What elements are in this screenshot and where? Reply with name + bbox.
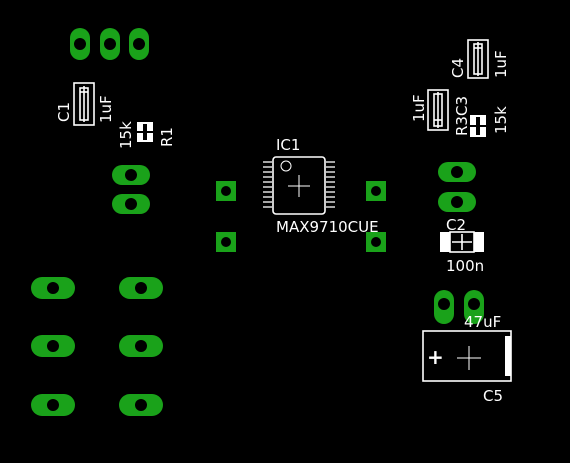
via (366, 232, 386, 252)
pad (438, 192, 476, 212)
resistor-r1: 15k R1 (117, 121, 176, 149)
ic1-value: MAX9710CUE (276, 218, 379, 236)
capacitor-c4: C4 1uF (449, 39, 510, 79)
pad (112, 194, 150, 214)
pad (434, 290, 454, 324)
capacitor-c3: 1uF C3 (410, 89, 471, 131)
r1-value: 15k (117, 121, 135, 149)
capacitor-c2: C2 100n (440, 216, 484, 275)
c5-pads (434, 290, 484, 324)
pad (31, 394, 75, 416)
pad (112, 165, 150, 185)
pad (31, 277, 75, 299)
c4-name: C4 (449, 58, 467, 78)
pads-mid-right (438, 162, 476, 212)
pad (464, 290, 484, 324)
ic1-package: IC1 MAX9710CUE (263, 136, 379, 236)
pad (438, 162, 476, 182)
c5-polarity: + (427, 345, 444, 369)
capacitor-c1: C1 1uF (55, 82, 115, 126)
pads-mid-left (112, 165, 150, 214)
r1-name: R1 (158, 127, 176, 147)
via (366, 181, 386, 201)
via (216, 181, 236, 201)
c1-name: C1 (55, 102, 73, 122)
pad (31, 335, 75, 357)
c2-value: 100n (446, 257, 484, 275)
pad (100, 28, 120, 60)
capacitor-c5: + 47uF C5 (422, 313, 512, 405)
c3-name: C3 (453, 96, 471, 116)
pad (129, 28, 149, 60)
r3-name: R3 (453, 116, 471, 136)
pad (119, 335, 163, 357)
r3-value: 15k (492, 106, 510, 134)
pads-bottom-left (31, 277, 163, 416)
ic1-name: IC1 (276, 136, 300, 154)
c1-value: 1uF (97, 95, 115, 123)
c5-value: 47uF (464, 313, 501, 331)
c2-name: C2 (446, 216, 466, 234)
via (216, 232, 236, 252)
c5-name: C5 (483, 387, 503, 405)
header-pads-top (70, 28, 149, 60)
c3-value: 1uF (410, 94, 428, 122)
pad (119, 394, 163, 416)
vias-ic (216, 181, 386, 252)
c4-value: 1uF (492, 50, 510, 78)
pad (119, 277, 163, 299)
ic1-leads (263, 161, 335, 208)
pad (70, 28, 90, 60)
resistor-r3: R3 15k (453, 106, 510, 137)
